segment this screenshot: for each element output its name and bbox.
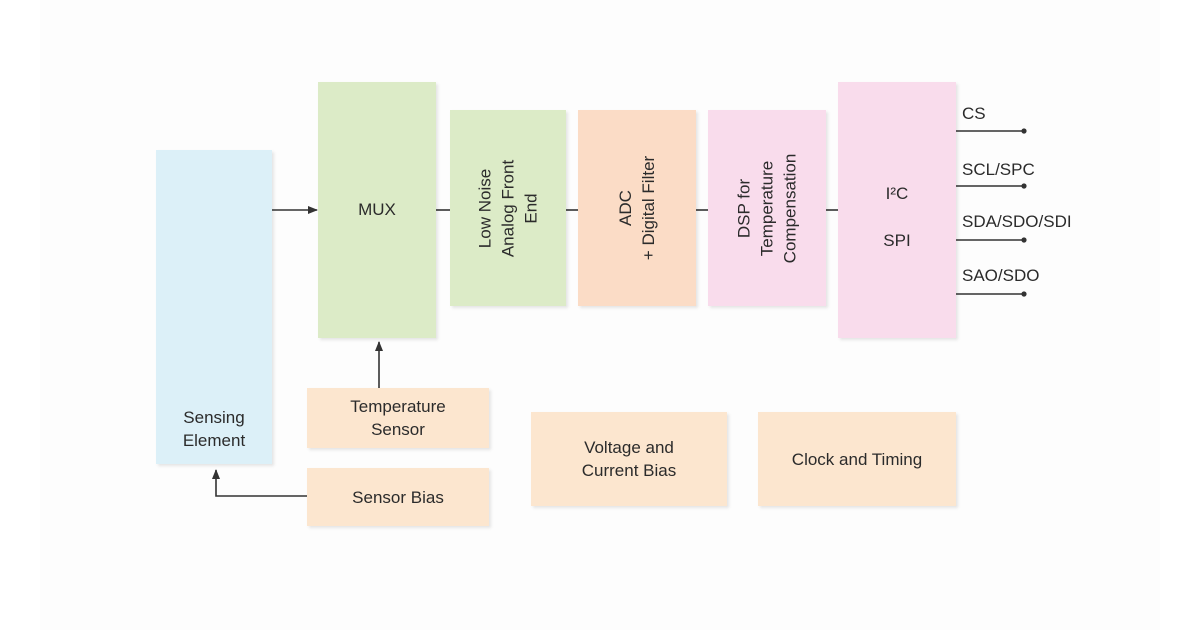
spi-label: SPI	[883, 231, 911, 250]
pin-dot-cs	[1021, 128, 1027, 134]
pin-label-sao-sdo: SAO/SDO	[962, 266, 1040, 285]
adc-label: ADC + Digital Filter	[615, 155, 658, 261]
pin-label-cs: CS	[962, 104, 986, 123]
sensor-bias-label: Sensor Bias	[352, 487, 444, 507]
analog-front-end-block: Low Noise Analog Front End	[450, 110, 566, 306]
mux-block: MUX	[318, 82, 436, 338]
mux-label: MUX	[358, 200, 396, 219]
pin-dot-sda	[1021, 237, 1027, 243]
dsp-block: DSP for Temperature Compensation	[708, 110, 826, 306]
clock-timing-label: Clock and Timing	[791, 449, 923, 469]
dsp-label: DSP for Temperature Compensation	[734, 153, 800, 263]
sensing-element-block: Sensing Element	[156, 150, 272, 464]
voltage-current-bias-block: Voltage and Current Bias	[531, 412, 727, 506]
block-diagram: Sensing Element MUX Low Noise Analog Fro…	[40, 0, 1160, 630]
pin-dot-scl	[1021, 183, 1027, 189]
sensing-element-label: Sensing Element	[182, 408, 246, 450]
temperature-sensor-label: Temperature Sensor	[350, 397, 446, 439]
i2c-label: I²C	[885, 184, 909, 203]
pin-label-scl-spc: SCL/SPC	[962, 160, 1035, 179]
pin-dot-sao	[1021, 291, 1027, 297]
clock-timing-block: Clock and Timing	[758, 412, 956, 506]
pin-label-sda-sdo-sdi: SDA/SDO/SDI	[962, 212, 1072, 231]
voltage-current-bias-label: Voltage and Current Bias	[581, 438, 677, 480]
adc-block: ADC + Digital Filter	[578, 110, 696, 306]
wire-bias-to-sensing	[212, 469, 307, 497]
sensor-bias-block: Sensor Bias	[307, 468, 489, 526]
interface-block: I²C SPI	[838, 82, 956, 338]
connection-wires	[212, 128, 1027, 497]
analog-front-end-label: Low Noise Analog Front End	[475, 159, 541, 257]
temperature-sensor-block: Temperature Sensor	[307, 388, 489, 448]
